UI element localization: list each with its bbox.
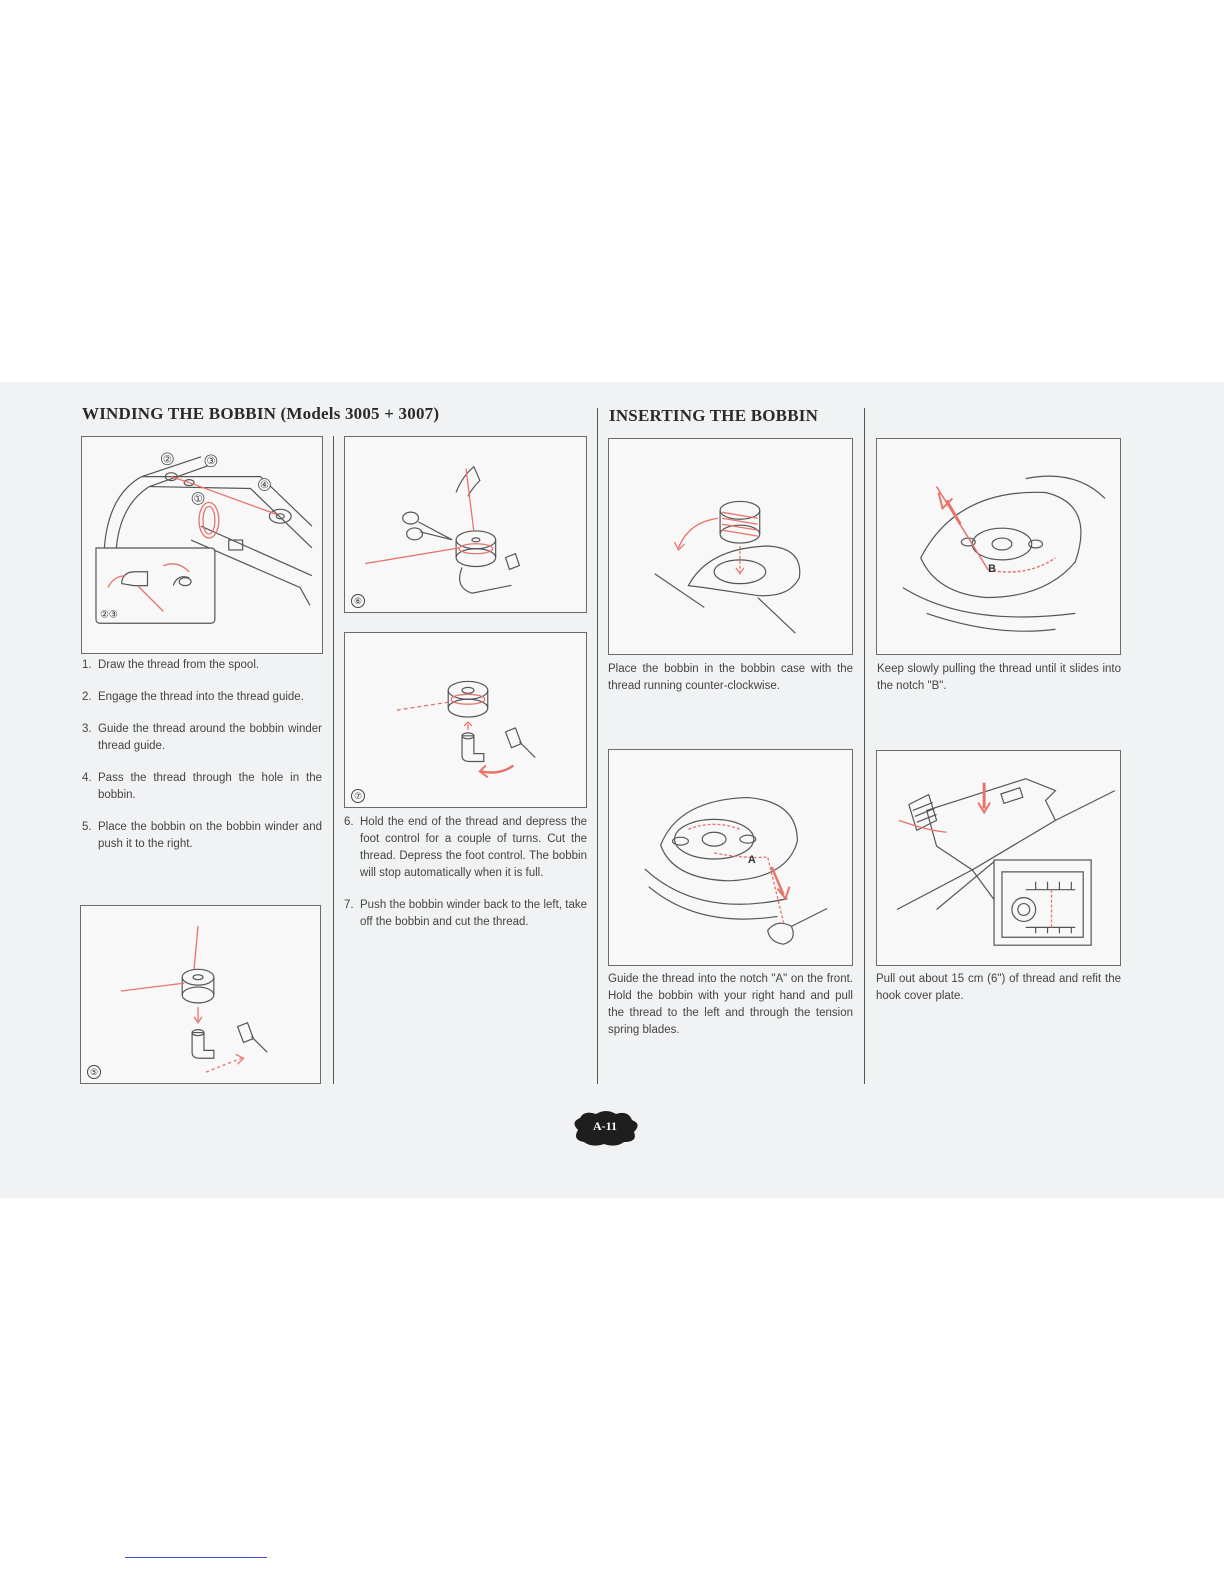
step-item: 5.Place the bobbin on the bobbin winder … (82, 821, 322, 850)
winding-steps-list: 1.Draw the thread from the spool. 2.Enga… (82, 657, 322, 868)
winding-steps-list-continued: 6.Hold the end of the thread and depress… (344, 814, 587, 946)
cloud-badge-shape (574, 1111, 638, 1146)
callout-3: ③ (206, 456, 215, 467)
notch-b-label: B (988, 563, 996, 575)
figure-number: ⑦ (351, 789, 365, 803)
figure-6-cut-thread: ⑥ (344, 436, 587, 613)
caption-guide-thread: Guide the thread into the notch "A" on t… (608, 973, 853, 1036)
caption-refit-cover: Pull out about 15 cm (6") of thread and … (876, 973, 1121, 1002)
callout-4: ④ (260, 480, 269, 491)
page-number: A-11 (593, 1119, 617, 1133)
section-title-winding-bobbin: WINDING THE BOBBIN (Models 3005 + 3007) (82, 404, 440, 423)
column-divider (333, 436, 334, 1084)
footer-rule (125, 1557, 267, 1558)
notch-b-illustration: B (902, 475, 1106, 632)
caption-pull-thread: Keep slowly pulling the thread until it … (877, 663, 1121, 692)
section-divider (597, 408, 598, 1084)
figure-number: ⑥ (351, 594, 365, 608)
section-title-inserting-bobbin: INSERTING THE BOBBIN (609, 406, 819, 425)
figure-guide-thread-notch-a: A (608, 749, 853, 966)
caption-place-bobbin: Place the bobbin in the bobbin case with… (608, 663, 853, 692)
figure-7-wind-bobbin: ⑦ (344, 632, 587, 808)
page-number-badge: A-11 (568, 1108, 642, 1148)
figure-5-bobbin-on-winder: ⑤ (80, 905, 321, 1084)
figure-bobbin-winding-threading: ② ③ ① ④ ②③ (81, 436, 323, 654)
inset-label: ②③ (100, 609, 118, 620)
notch-a-illustration: A (644, 796, 828, 945)
hook-cover-plate-illustration (896, 778, 1116, 946)
step-item: 6.Hold the end of the thread and depress… (344, 816, 587, 879)
step-item: 2.Engage the thread into the thread guid… (82, 691, 304, 703)
callout-1: ① (194, 494, 203, 505)
step-item: 1.Draw the thread from the spool. (82, 659, 260, 671)
callout-2: ② (163, 454, 172, 465)
bobbin-winding-illustration (396, 680, 536, 779)
figure-place-bobbin (608, 438, 853, 655)
bobbin-winder-illustration (120, 925, 268, 1073)
step-item: 4.Pass the thread through the hole in th… (82, 772, 322, 801)
scissors-and-bobbin-illustration (365, 465, 521, 594)
notch-a-label: A (748, 854, 756, 866)
figure-number: ⑤ (87, 1065, 101, 1079)
column-divider (864, 408, 865, 1084)
figure-refit-cover-plate (876, 750, 1121, 966)
figure-pull-thread-notch-b: B (876, 438, 1121, 655)
step-item: 3.Guide the thread around the bobbin win… (82, 723, 322, 752)
sewing-machine-top-illustration: ② ③ ① ④ ②③ (95, 452, 313, 624)
step-item: 7.Push the bobbin winder back to the lef… (344, 899, 587, 928)
bobbin-case-illustration (654, 500, 801, 634)
